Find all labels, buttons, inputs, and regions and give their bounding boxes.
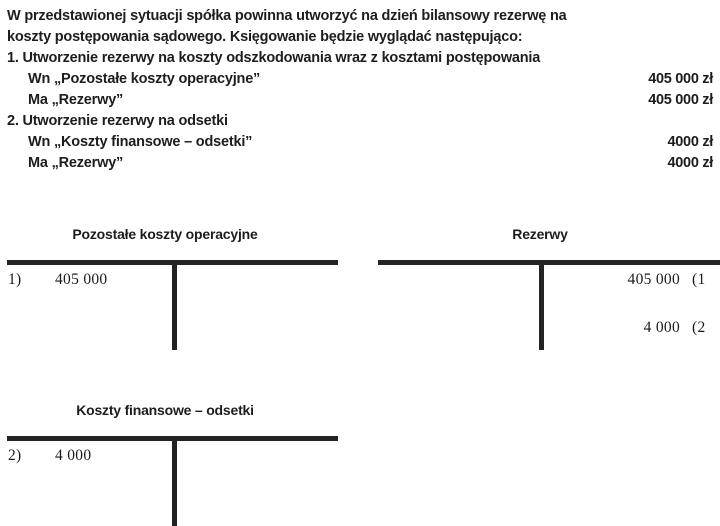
t-account-credit-value-2: 4 000 bbox=[643, 319, 680, 336]
entry-2-row-1-amount: 4000 zł bbox=[667, 134, 714, 150]
t-account-horizontal-rule bbox=[378, 260, 720, 265]
entry-1-row-2-side: Ma „Rezerwy” bbox=[28, 92, 124, 108]
t-account-debit-value: 405 000 bbox=[55, 271, 108, 288]
posting-explanation-block: W przedstawionej sytuacji spółka powinna… bbox=[7, 6, 713, 174]
t-account-credit-ref-1: (1 bbox=[692, 271, 706, 288]
t-account-credit-ref-2: (2 bbox=[692, 319, 706, 336]
entry-2-row-2-side: Ma „Rezerwy” bbox=[28, 155, 124, 171]
entry-1-row-1-side: Wn „Pozostałe koszty operacyjne” bbox=[28, 71, 261, 87]
entry-1-row-2: Ma „Rezerwy” 405 000 zł bbox=[7, 90, 713, 111]
t-account-vertical-rule bbox=[172, 260, 177, 350]
entry-1-row-1: Wn „Pozostałe koszty operacyjne” 405 000… bbox=[7, 69, 713, 90]
t-account-title: Koszty finansowe – odsetki bbox=[76, 402, 254, 418]
t-account-title: Rezerwy bbox=[512, 226, 568, 242]
entry-2-row-2: Ma „Rezerwy” 4000 zł bbox=[7, 153, 713, 174]
t-account-vertical-rule bbox=[172, 436, 177, 526]
entry-1-row-1-amount: 405 000 zł bbox=[648, 71, 713, 87]
narrative-line-2: koszty postępowania sądowego. Księgowani… bbox=[7, 29, 523, 45]
entry-2-heading: 2. Utworzenie rezerwy na odsetki bbox=[7, 113, 228, 129]
t-account-vertical-rule bbox=[539, 260, 544, 350]
entry-1-heading: 1. Utworzenie rezerwy na koszty odszkodo… bbox=[7, 50, 541, 66]
t-account-debit-ref: 2) bbox=[8, 447, 22, 464]
narrative-line-1: W przedstawionej sytuacji spółka powinna… bbox=[7, 8, 567, 24]
entry-2-row-1-side: Wn „Koszty finansowe – odsetki” bbox=[28, 134, 253, 150]
t-account-title: Pozostałe koszty operacyjne bbox=[72, 226, 258, 242]
entry-1-row-2-amount: 405 000 zł bbox=[648, 92, 713, 108]
t-account-credit-value-1: 405 000 bbox=[627, 271, 680, 288]
entry-2-row-1: Wn „Koszty finansowe – odsetki” 4000 zł bbox=[7, 132, 713, 153]
entry-2-row-2-amount: 4000 zł bbox=[667, 155, 714, 171]
t-account-debit-value: 4 000 bbox=[55, 447, 92, 464]
t-account-debit-ref: 1) bbox=[8, 271, 22, 288]
